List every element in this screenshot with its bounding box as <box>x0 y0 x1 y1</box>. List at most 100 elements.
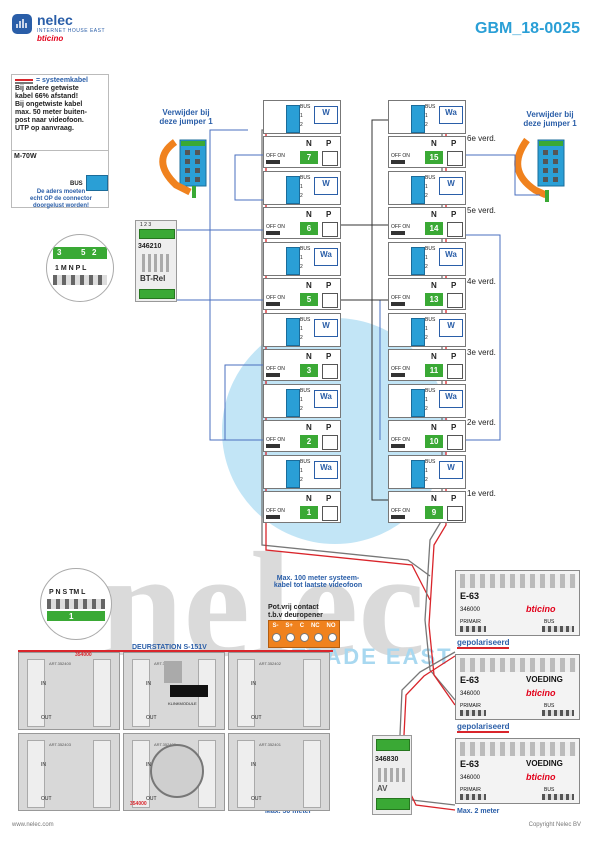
jumper-detail-left <box>159 139 207 198</box>
bus-pin-label: 2 <box>300 406 303 412</box>
off-on-switch[interactable] <box>266 444 280 448</box>
p-address-box <box>447 222 463 237</box>
off-on-label: OFF ON <box>266 437 285 443</box>
av-unit: 346830 AV <box>372 735 412 815</box>
relay-detail-num-2: 5 <box>81 248 86 257</box>
primary-terminals <box>460 710 486 716</box>
p-address-box <box>322 506 338 521</box>
n-label: N <box>431 352 437 361</box>
footer-url: www.nelec.com <box>12 822 54 828</box>
bus-pin-label: BUS <box>425 388 436 394</box>
note-line-5: post naar videofoon. <box>15 117 84 124</box>
off-on-label: OFF ON <box>391 153 410 159</box>
monitor-icon: W <box>439 177 463 195</box>
terminal-screw <box>299 633 309 642</box>
relay-name: BT-Rel <box>140 274 166 283</box>
bus-out-label: OUT <box>146 715 157 721</box>
off-on-switch[interactable] <box>391 444 405 448</box>
bus-pin-label: BUS <box>300 175 311 181</box>
n-label: N <box>306 494 312 503</box>
note-line-1: Bij andere getwiste <box>15 85 79 92</box>
unit-type-label: W <box>322 108 330 117</box>
bus-connector <box>411 176 425 204</box>
unit-type-label: Wa <box>320 250 332 259</box>
p-label: P <box>451 352 457 361</box>
off-on-switch[interactable] <box>391 515 405 519</box>
mounting-rail <box>93 740 111 808</box>
mounting-rail <box>237 659 255 727</box>
off-on-switch[interactable] <box>391 302 405 306</box>
n-label: N <box>306 139 312 148</box>
n-label: N <box>306 281 312 290</box>
p-address-box <box>447 364 463 379</box>
monitor-icon: W <box>314 106 338 124</box>
unit-type-label: Wa <box>445 250 457 259</box>
off-on-switch[interactable] <box>266 231 280 235</box>
m70w-title: M-70W <box>14 153 37 160</box>
bus-in-label: IN <box>146 762 151 768</box>
off-on-switch[interactable] <box>266 160 280 164</box>
brand-sub: INTERNET HOUSE EAST <box>37 28 106 34</box>
unit-type-label: Wa <box>445 392 457 401</box>
note-line-6: UTP op aanvraag. <box>15 125 75 132</box>
off-on-switch[interactable] <box>391 373 405 377</box>
off-on-switch[interactable] <box>266 373 280 377</box>
bus-out-label: OUT <box>251 715 262 721</box>
module-code: ART.352402 <box>259 661 281 666</box>
bus-pin-label: 1 <box>300 397 303 403</box>
av-code: 346830 <box>375 756 399 763</box>
p-address-box <box>322 364 338 379</box>
psu-primary-label: PRIMAIR <box>460 787 481 793</box>
psu-name: E-63 <box>460 591 480 601</box>
monitor-icon: Wa <box>439 390 463 408</box>
off-on-label: OFF ON <box>266 508 285 514</box>
off-on-switch[interactable] <box>266 515 280 519</box>
psu-type: VOEDING <box>526 675 563 684</box>
entrance-detail-zoom: P N S TM L 1 <box>40 568 112 640</box>
module-code: ART.352400 <box>154 742 176 747</box>
psu-type: VOEDING <box>526 759 563 768</box>
speaker-grille <box>150 744 204 798</box>
monitor-icon: Wa <box>314 461 338 479</box>
off-on-switch[interactable] <box>266 302 280 306</box>
entrance-station: ART.352400INOUTART.352401INOUTKLINKMODUL… <box>18 650 333 814</box>
monitor-icon: W <box>314 177 338 195</box>
bus-pin-label: 2 <box>300 335 303 341</box>
n-address-value: 6 <box>300 222 318 235</box>
n-label: N <box>306 423 312 432</box>
terminal-screw <box>271 633 281 642</box>
entrance-distance-note: Max. 50 meter <box>265 808 312 815</box>
off-on-switch[interactable] <box>391 231 405 235</box>
p-label: P <box>326 352 332 361</box>
floor-label-5: 5e verd. <box>467 206 496 215</box>
module-code: ART.352401 <box>259 742 281 747</box>
bus-pin-label: BUS <box>425 104 436 110</box>
bus-connector <box>286 105 300 133</box>
mounting-rail <box>132 659 150 727</box>
bus-pin-label: BUS <box>425 459 436 465</box>
off-on-label: OFF ON <box>266 366 285 372</box>
relay-grid <box>142 254 170 272</box>
off-on-switch[interactable] <box>391 160 405 164</box>
bus-pin-label: BUS <box>300 246 311 252</box>
p-address-box <box>322 222 338 237</box>
relay-connector-top <box>139 229 175 239</box>
p-label: P <box>451 210 457 219</box>
jumper-note-left: Verwijder bij deze jumper 1 <box>159 108 213 126</box>
